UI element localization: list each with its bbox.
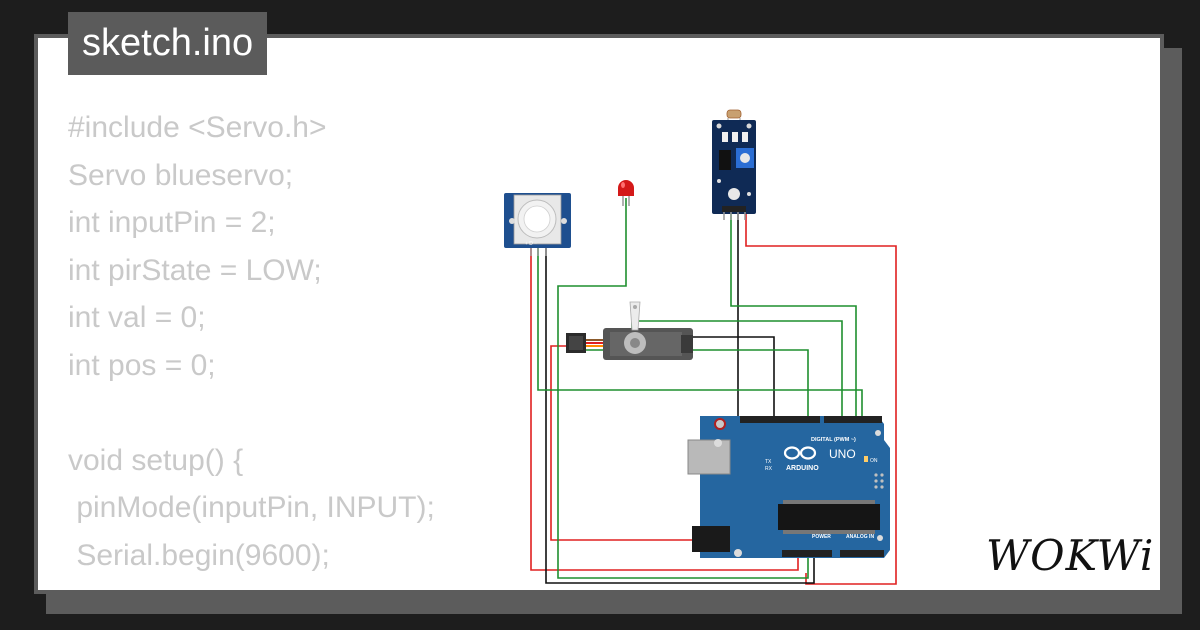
digital-header-label: DIGITAL (PWM ~) (811, 437, 856, 443)
wire-led (557, 198, 809, 579)
rx-label: RX (765, 466, 773, 472)
code-line: int pirState = LOW; (68, 253, 322, 287)
reset-button[interactable] (714, 418, 726, 430)
wire-pir-gnd (545, 248, 815, 584)
on-label: ON (870, 458, 878, 464)
board-brand: ARDUINO (786, 465, 819, 472)
power-jack (692, 526, 730, 552)
file-title: sketch.ino (68, 12, 268, 75)
tx-label: TX (765, 459, 772, 465)
wire-ldr-vcc (745, 214, 897, 585)
preview-card: #include <Servo.h> Servo blueservo; int in… (34, 34, 1164, 594)
wire-pir-out (537, 248, 863, 418)
arduino-uno[interactable]: DIGITAL (PWM ~) TX RX ON UNO ARDUINO (687, 416, 890, 558)
ldr-module[interactable] (712, 109, 756, 220)
code-line: pinMode(inputPin, INPUT); (68, 491, 435, 524)
power-header-label: POWER (812, 534, 831, 540)
analog-header-label: ANALOG IN (846, 534, 874, 540)
wire-servo-vcc (550, 345, 790, 541)
code-line: int val = 0; (68, 301, 206, 334)
atmega-chip (778, 504, 880, 530)
code-line: int pos = 0; (68, 348, 216, 382)
wire-servo-gnd (690, 336, 775, 418)
pir-sensor[interactable]: + D − (504, 193, 571, 256)
arduino-logo-icon (783, 446, 817, 460)
wokwi-logo-text: WOKWi (986, 531, 1154, 580)
code-line: #include <Servo.h> (68, 111, 327, 144)
code-preview: #include <Servo.h> Servo blueservo; int in… (68, 104, 435, 590)
servo-motor[interactable] (566, 301, 693, 360)
circuit-diagram: + D − (504, 109, 897, 585)
code-line: blueservo.attach(9); (68, 579, 435, 590)
code-line: Serial.begin(9600); (68, 538, 330, 572)
code-line: Servo blueservo; (68, 158, 294, 192)
code-line: int inputPin = 2; (68, 206, 276, 239)
pir-pin-labels: + D − (525, 241, 537, 247)
code-line (68, 389, 435, 437)
wokwi-logo: WOKWi (986, 531, 1154, 580)
usb-port (687, 439, 731, 475)
code-line: void setup() { (68, 443, 244, 477)
wire-ldr-out (730, 214, 857, 418)
board-model: UNO (829, 447, 856, 461)
wires (530, 198, 897, 585)
red-led[interactable] (618, 180, 634, 206)
